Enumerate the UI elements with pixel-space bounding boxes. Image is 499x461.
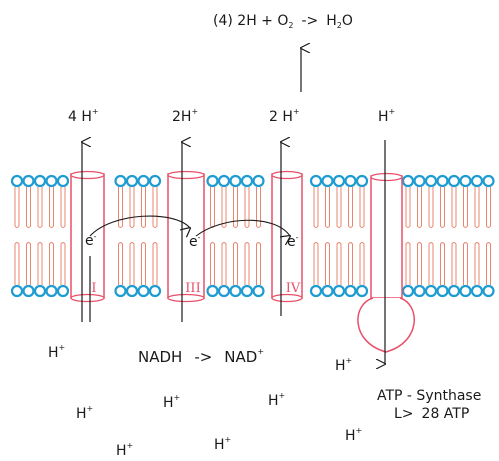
pump-label-atp-synthase: H+	[378, 107, 395, 125]
complex-iii-label: III	[185, 281, 200, 296]
proton-label: H+	[335, 356, 352, 374]
complex-iv-label: IV	[286, 281, 301, 296]
pump-label-complex-i: 4 H+	[68, 107, 99, 125]
pump-label-complex-iv: 2 H+	[269, 107, 300, 125]
proton-label: H+	[48, 343, 65, 361]
atp-yield-label: L>28 ATP	[394, 406, 469, 422]
proton-label: H+	[214, 435, 231, 453]
complex-i-label: I	[91, 281, 96, 296]
proton-label: H+	[268, 391, 285, 409]
proton-label: H+	[345, 426, 362, 444]
nadh-reaction: NADH->NAD+	[138, 347, 264, 366]
proton-label: H+	[116, 441, 133, 459]
proton-label: H+	[76, 404, 93, 422]
water-reaction: (4) 2H + O2->H2O	[213, 13, 353, 30]
proton-label: H+	[163, 393, 180, 411]
pump-label-complex-iii: 2H+	[172, 107, 198, 125]
atp-synthase-label: ATP - Synthase	[377, 388, 481, 404]
